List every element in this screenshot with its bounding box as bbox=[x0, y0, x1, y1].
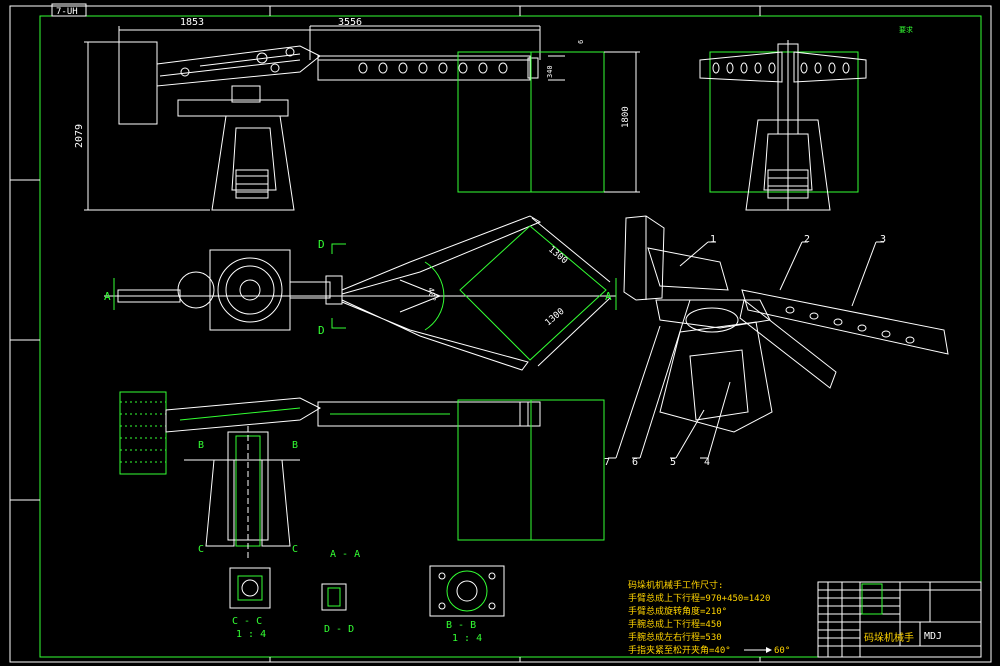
dim-3556: 3556 bbox=[338, 17, 362, 28]
section-c-left: C bbox=[198, 544, 204, 555]
corner-tag-box bbox=[51, 3, 87, 17]
detail-dd: D - D bbox=[321, 583, 354, 635]
base-square bbox=[209, 249, 291, 331]
hatched-wall bbox=[119, 391, 167, 475]
spec-line-2: 手臂总成旋转角度=210° bbox=[628, 605, 727, 617]
balloon-3: 3 bbox=[880, 234, 886, 245]
spec-notes: 码垛机机械手工作尺寸: 手臂总成上下行程=970+450=1420 手臂总成旋转… bbox=[628, 579, 790, 656]
balloon-7: 7 bbox=[604, 457, 610, 468]
section-a-left: A bbox=[104, 290, 111, 303]
spec-line-4: 手腕总成左右行程=530 bbox=[628, 631, 722, 643]
view-bb-scale: 1 : 4 bbox=[452, 633, 482, 644]
section-c-right: C bbox=[292, 544, 298, 555]
balloon-5: 5 bbox=[670, 457, 676, 468]
balloon-2: 2 bbox=[804, 234, 810, 245]
finger-upper bbox=[341, 215, 542, 295]
spec-line-5: 手指夹紧至松开夹角=40° bbox=[628, 644, 731, 656]
pedestal bbox=[211, 115, 295, 211]
top-view: 40° 1300 1300 A A D D bbox=[104, 215, 617, 371]
swing-angle: 40° bbox=[426, 287, 437, 303]
balloon-6: 6 bbox=[632, 457, 638, 468]
top-right-mark: 要求 bbox=[899, 25, 913, 34]
dim-340: 340 bbox=[546, 65, 554, 78]
detail-cc: C - C 1 : 4 bbox=[229, 567, 271, 640]
dim-1300-b: 1300 bbox=[544, 307, 567, 329]
iso-base bbox=[659, 321, 773, 433]
title-code: MDJ bbox=[924, 631, 942, 642]
dim-1300-a: 1300 bbox=[546, 245, 569, 267]
section-b-right: B bbox=[292, 440, 298, 451]
column-block bbox=[118, 41, 158, 125]
swing-envelope bbox=[459, 225, 607, 361]
dim-1853: 1853 bbox=[180, 17, 204, 28]
side-arm-right bbox=[793, 51, 867, 83]
balloon-1: 1 bbox=[710, 234, 716, 245]
finger-lower bbox=[341, 299, 529, 371]
leaders bbox=[608, 241, 884, 459]
corner-tag: 7-UH bbox=[56, 7, 78, 17]
iso-boom bbox=[741, 289, 949, 355]
border-ticks bbox=[10, 6, 761, 662]
front-view: 1853 3556 2079 340 6 1800 bbox=[74, 17, 640, 211]
outer-border bbox=[9, 5, 992, 663]
section-d-bottom: D bbox=[318, 324, 325, 337]
view-cc-label: C - C bbox=[232, 616, 262, 627]
spec-line-3: 手腕总成上下行程=450 bbox=[628, 618, 722, 630]
spec-title: 码垛机机械手工作尺寸: bbox=[628, 579, 723, 591]
view-dd-label: D - D bbox=[324, 624, 354, 635]
title-name: 码垛机械手 bbox=[864, 631, 914, 644]
dim-6: 6 bbox=[577, 40, 585, 44]
dim-1800: 1800 bbox=[621, 106, 631, 128]
title-block: 码垛机械手 MDJ bbox=[817, 581, 982, 658]
iso-column bbox=[623, 215, 665, 301]
section-b-left: B bbox=[198, 440, 204, 451]
boom bbox=[317, 55, 531, 81]
view-cc-scale: 1 : 4 bbox=[236, 629, 266, 640]
side-view bbox=[699, 40, 867, 211]
section-d-top: D bbox=[318, 238, 325, 251]
section-aa-view: B B C C A - A bbox=[119, 391, 605, 560]
view-aa-label: A - A bbox=[330, 549, 360, 560]
turret-small bbox=[177, 271, 215, 309]
inner-border bbox=[39, 15, 982, 658]
spec-arrow-value: 60° bbox=[774, 646, 790, 656]
view-bb-label: B - B bbox=[446, 620, 476, 631]
upper-arm bbox=[156, 45, 321, 87]
isometric-view: 1 2 3 4 5 6 7 bbox=[604, 215, 949, 468]
boom-holes bbox=[358, 62, 508, 74]
balloon-4: 4 bbox=[704, 457, 710, 468]
dim-2079: 2079 bbox=[74, 124, 85, 148]
detail-bb: B - B 1 : 4 bbox=[429, 565, 505, 644]
section-a-right: A bbox=[605, 290, 612, 303]
side-arm-left bbox=[699, 51, 783, 83]
spec-line-1: 手臂总成上下行程=970+450=1420 bbox=[628, 592, 770, 604]
